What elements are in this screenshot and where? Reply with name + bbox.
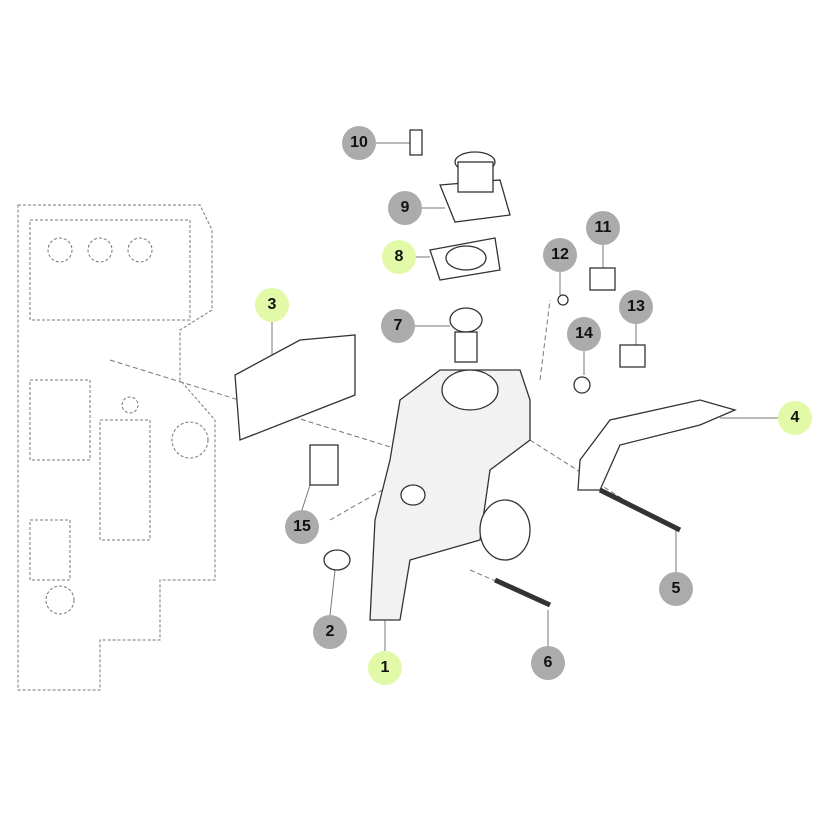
sensor-15 — [309, 444, 339, 486]
callout-8[interactable]: 8 — [382, 240, 416, 274]
gasket-3 — [234, 334, 356, 441]
engine-block — [17, 204, 216, 691]
callout-14[interactable]: 14 — [567, 317, 601, 351]
callout-1[interactable]: 1 — [368, 651, 402, 685]
callout-11[interactable]: 11 — [586, 211, 620, 245]
callout-13[interactable]: 13 — [619, 290, 653, 324]
o-ring-2 — [323, 549, 351, 571]
bracket-4 — [577, 399, 737, 491]
washer-14 — [573, 376, 591, 394]
parts — [234, 129, 737, 621]
callout-6[interactable]: 6 — [531, 646, 565, 680]
callout-7[interactable]: 7 — [381, 309, 415, 343]
callout-15[interactable]: 15 — [285, 510, 319, 544]
callout-2[interactable]: 2 — [313, 615, 347, 649]
sensor-13 — [619, 344, 646, 368]
callout-5[interactable]: 5 — [659, 572, 693, 606]
bolt-10 — [409, 129, 423, 156]
bolt-6 — [493, 577, 552, 608]
pulley-flange — [479, 499, 531, 561]
thermostat-7 — [449, 307, 483, 333]
callout-3[interactable]: 3 — [255, 288, 289, 322]
washer-12 — [557, 294, 569, 306]
sensor-11 — [589, 267, 616, 291]
callout-9[interactable]: 9 — [388, 191, 422, 225]
bolt-5 — [598, 487, 682, 533]
callout-10[interactable]: 10 — [342, 126, 376, 160]
callout-4[interactable]: 4 — [778, 401, 812, 435]
callout-12[interactable]: 12 — [543, 238, 577, 272]
water-pump-1 — [369, 369, 531, 621]
